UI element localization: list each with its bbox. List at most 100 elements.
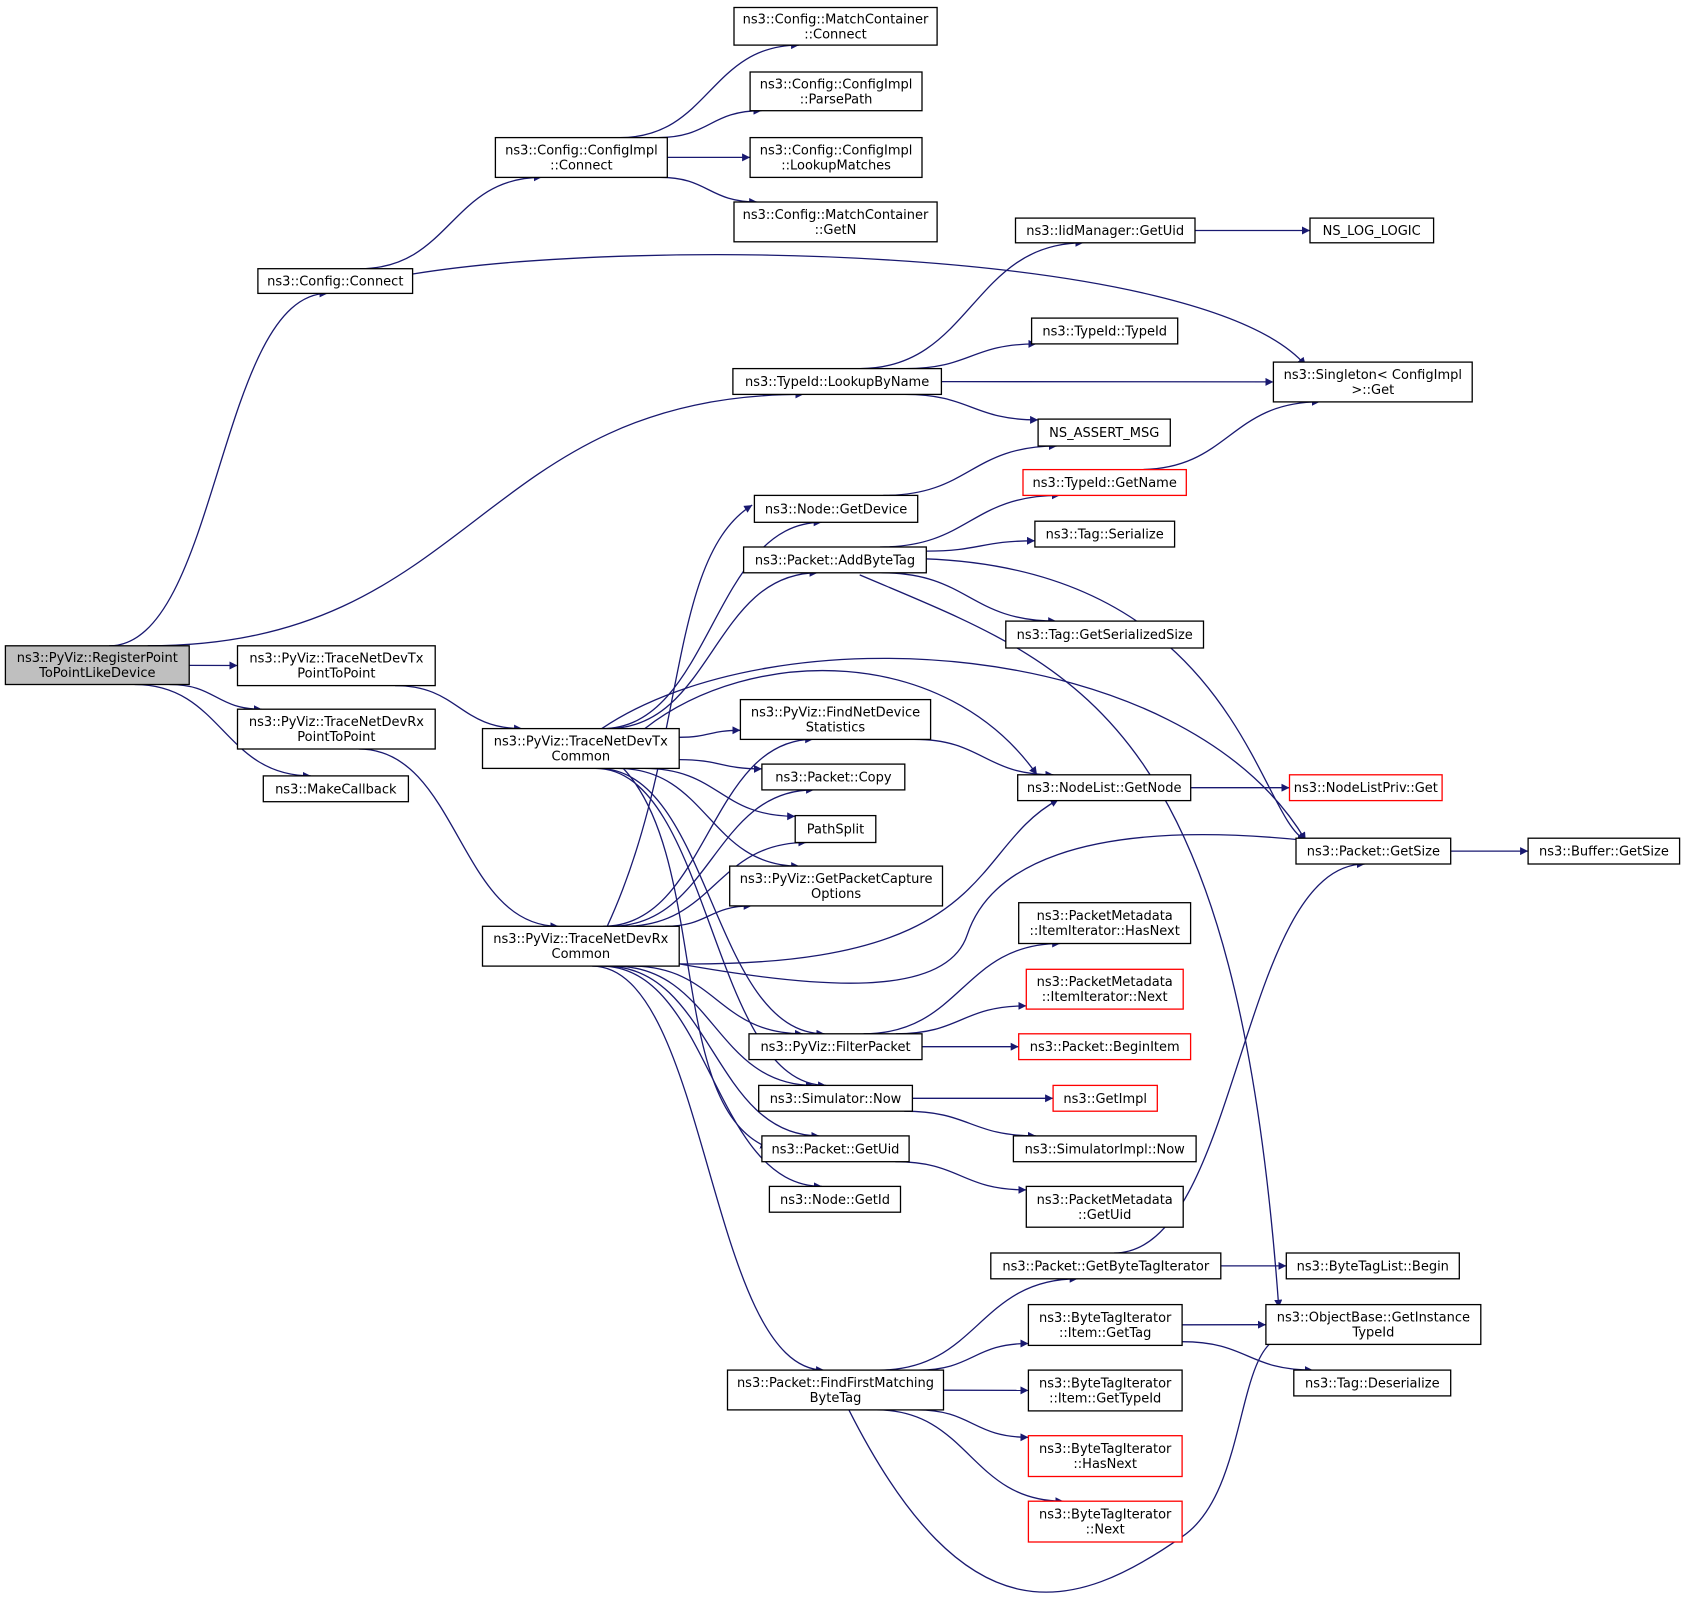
node-label: ns3::ObjectBase::GetInstance [1277,1311,1470,1326]
node-packet-addbytetag[interactable]: ns3::Packet::AddByteTag [742,546,927,574]
node-sim-now[interactable]: ns3::Simulator::Now [758,1084,914,1112]
node-pm-next[interactable]: ns3::PacketMetadata::ItemIterator::Next [1025,968,1184,1010]
node-label: ns3::PyViz::RegisterPoint [17,651,178,666]
edge-trace_rx_p2p-to-trace_rx_common [358,748,559,931]
node-box [749,136,923,179]
node-packet-beginitem[interactable]: ns3::Packet::BeginItem [1018,1033,1192,1061]
node-bytetaglist-begin[interactable]: ns3::ByteTagList::Begin [1285,1252,1460,1280]
node-label: ns3::Packet::GetByteTagIterator [1002,1259,1210,1274]
node-nodelist-getnode[interactable]: ns3::NodeList::GetNode [1017,774,1192,802]
node-mc-getn[interactable]: ns3::Config::MatchContainer::GetN [733,201,938,243]
node-box [262,775,410,803]
node-singleton-get[interactable]: ns3::Singleton< ConfigImpl >::Get [1272,361,1473,403]
node-box [481,727,680,770]
node-box [1017,774,1192,802]
node-label: Common [552,750,611,765]
edge-typeid_lookup-to-typeid_typeid [905,339,1037,370]
node-root[interactable]: ns3::PyViz::RegisterPointToPointLikeDevi… [4,645,190,686]
node-label: ns3::Packet::Copy [775,770,892,785]
node-bti-item-gettypeid[interactable]: ns3::ByteTagIterator::Item::GetTypeId [1027,1369,1183,1412]
node-typeid-getname[interactable]: ns3::TypeId::GetName [1022,468,1187,497]
node-box [1034,520,1176,548]
node-filter-packet[interactable]: ns3::PyViz::FilterPacket [748,1033,923,1061]
node-cfgimpl-connect[interactable]: ns3::Config::ConfigImpl::Connect [494,136,668,179]
node-node-getdevice[interactable]: ns3::Node::GetDevice [753,494,919,523]
node-box [794,814,877,844]
node-typeid-typeid[interactable]: ns3::TypeId::TypeId [1030,317,1179,345]
node-cfg-connect[interactable]: ns3::Config::Connect [257,268,414,295]
node-label: ::Item::GetTag [1059,1326,1151,1341]
node-packet-getuid[interactable]: ns3::Packet::GetUid [761,1135,910,1163]
edge-cfgimpl_connect-to-mc_connect [619,41,800,139]
node-label: ::HasNext [1073,1457,1137,1472]
node-box [236,645,436,687]
edge-trace_rx_common-to-sim_now [614,965,814,1090]
node-ns-log-logic[interactable]: NS_LOG_LOGIC [1309,217,1435,244]
node-packet-getbytetagit[interactable]: ns3::Packet::GetByteTagIterator [990,1252,1222,1280]
node-label: ns3::TypeId::GetName [1033,476,1177,491]
node-box [1012,1135,1197,1163]
node-label: ns3::Simulator::Now [770,1092,902,1107]
node-mc-connect[interactable]: ns3::Config::MatchContainer::Connect [733,6,938,46]
edge-trace_tx_common-to-node_getdevice [601,518,822,730]
node-box [1005,620,1205,649]
node-label: ns3::MakeCallback [275,782,397,797]
edge-packet_getuid-to-pm_getuid [895,1161,1027,1194]
node-box [1293,1369,1452,1397]
node-bti-hasnext[interactable]: ns3::ByteTagIterator::HasNext [1027,1435,1183,1478]
node-tag-deserialize[interactable]: ns3::Tag::Deserialize [1293,1369,1452,1397]
node-label: ns3::Node::GetDevice [765,502,907,517]
node-label: ::Next [1086,1523,1125,1538]
node-getimpl[interactable]: ns3::GetImpl [1052,1084,1158,1112]
node-typeid-lookup[interactable]: ns3::TypeId::LookupByName [732,367,943,396]
node-pm-hasnext[interactable]: ns3::PacketMetadata::ItemIterator::HasNe… [1018,902,1192,945]
node-label: TypeId [1351,1326,1394,1341]
node-box [742,546,927,574]
edge-packet_findfirst-to-bti_next [876,1409,1064,1506]
node-label: ns3::ByteTagIterator [1039,1311,1172,1326]
edge-packet_findfirst-to-bti_hasnext [916,1409,1029,1442]
node-label: ns3::GetImpl [1063,1092,1147,1107]
node-bti-next[interactable]: ns3::ByteTagIterator::Next [1027,1500,1183,1543]
node-ns-assert-msg[interactable]: NS_ASSERT_MSG [1037,418,1171,447]
node-box [753,494,919,523]
node-node-getid[interactable]: ns3::Node::GetId [768,1185,902,1213]
node-label: ns3::PyViz::TraceNetDevRx [493,932,668,947]
node-label: ns3::SimulatorImpl::Now [1025,1142,1186,1157]
node-bti-item-gettag[interactable]: ns3::ByteTagIterator::Item::GetTag [1027,1303,1183,1347]
edge-trace_tx_common-to-nodelist_getnode [644,669,1038,776]
node-packet-getsize[interactable]: ns3::Packet::GetSize [1295,837,1452,865]
node-box [749,71,923,112]
edge-packet_addbytetag-to-objbase_getinstance [859,574,1283,1308]
node-nodelistpriv-get[interactable]: ns3::NodeListPriv::Get [1288,774,1443,802]
node-simimpl-now[interactable]: ns3::SimulatorImpl::Now [1012,1135,1197,1163]
node-make-callback[interactable]: ns3::MakeCallback [262,775,410,803]
node-box [257,268,414,295]
node-buffer-getsize[interactable]: ns3::Buffer::GetSize [1527,837,1681,865]
node-tag-serialize[interactable]: ns3::Tag::Serialize [1034,520,1176,548]
edge-packet_findfirst-to-objbase_getinstance [848,1336,1280,1593]
node-pm-getuid[interactable]: ns3::PacketMetadata::GetUid [1025,1185,1184,1228]
edge-root-to-trace_rx_p2p [169,683,263,714]
node-cfgimpl-parsepath[interactable]: ns3::Config::ConfigImpl::ParsePath [749,71,923,112]
node-packet-copy[interactable]: ns3::Packet::Copy [761,763,906,791]
node-label: ns3::Packet::BeginItem [1030,1040,1180,1055]
node-box [732,367,943,396]
node-label: ns3::Tag::GetSerializedSize [1017,628,1193,643]
node-label: ns3::PacketMetadata [1037,975,1173,990]
node-iid-getuid[interactable]: ns3::IidManager::GetUid [1014,217,1196,244]
node-label: ns3::PyViz::TraceNetDevTx [494,735,668,750]
node-label: ::ItemIterator::HasNext [1030,924,1180,939]
node-box [1018,902,1192,945]
node-cfgimpl-lookup[interactable]: ns3::Config::ConfigImpl::LookupMatches [749,136,923,179]
node-tag-getserializedsize[interactable]: ns3::Tag::GetSerializedSize [1005,620,1205,649]
node-pathsplit[interactable]: PathSplit [794,814,877,844]
